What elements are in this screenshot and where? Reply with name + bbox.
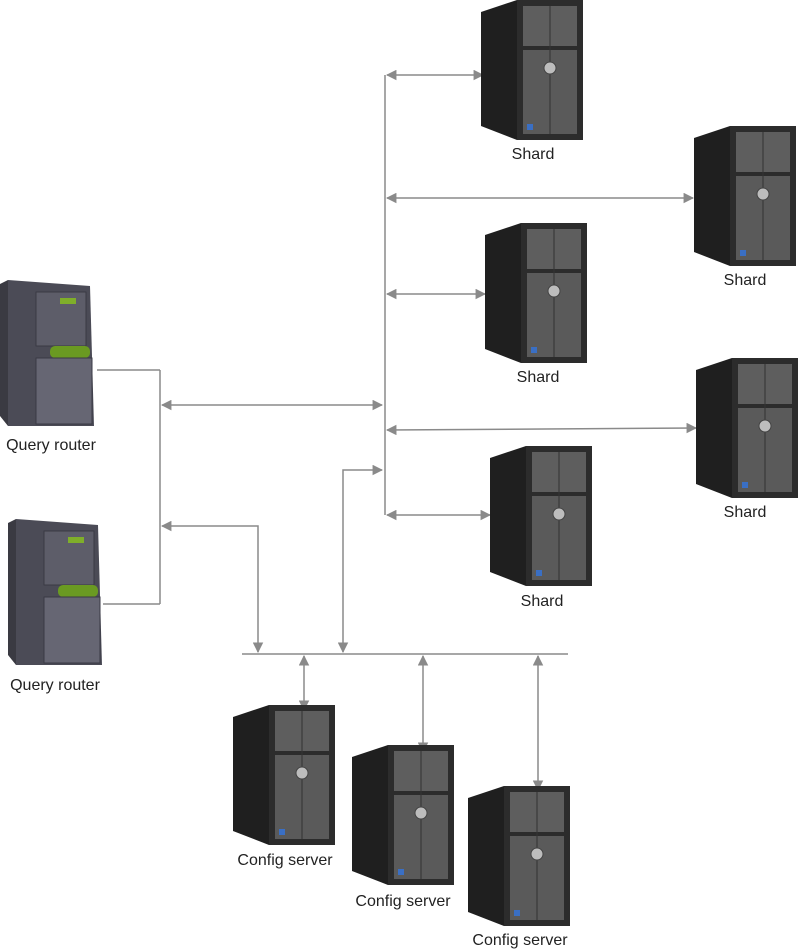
query-router-2-label: Query router xyxy=(10,677,100,694)
config-to-shards-arrow xyxy=(337,464,384,654)
config-server-3-label: Config server xyxy=(472,932,568,949)
query-router-1-icon xyxy=(0,276,100,431)
config-server-1-icon xyxy=(233,705,337,845)
shard-4-icon xyxy=(696,358,800,498)
shard-5-label: Shard xyxy=(520,593,564,610)
config-server-3-icon xyxy=(468,786,572,926)
shard-3-icon xyxy=(485,223,589,363)
router-to-config-arrow xyxy=(160,520,264,654)
config-server-2-icon xyxy=(352,745,456,885)
shard-3-label: Shard xyxy=(516,369,560,386)
shard-1-label: Shard xyxy=(511,146,555,163)
shard-5-icon xyxy=(490,446,594,586)
shard-1-icon xyxy=(481,0,585,140)
shard-4-arrow xyxy=(385,422,698,436)
config-server-2-label: Config server xyxy=(355,893,451,910)
shard-2-label: Shard xyxy=(723,272,767,289)
config-server-1-label: Config server xyxy=(237,852,333,869)
query-router-1-label: Query router xyxy=(6,437,96,454)
query-router-2-icon xyxy=(8,515,108,670)
shard-2-icon xyxy=(694,126,798,266)
shard-4-label: Shard xyxy=(723,504,767,521)
